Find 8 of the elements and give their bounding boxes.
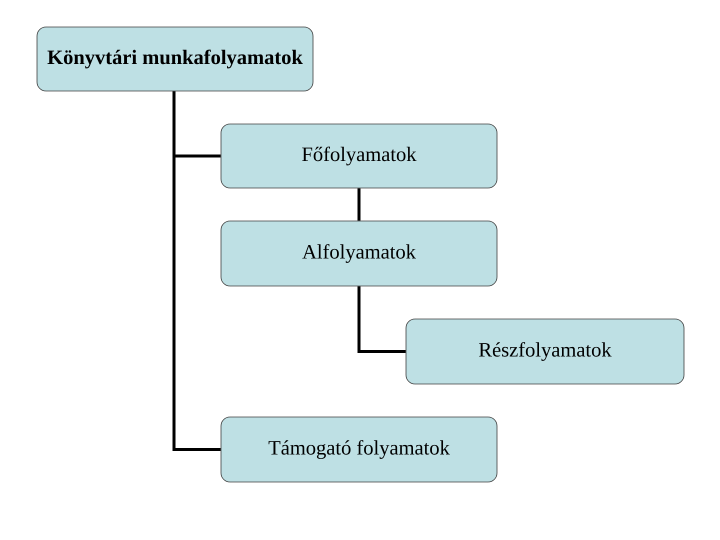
connector-line [358, 188, 360, 221]
process-box: Támogató folyamatok [220, 416, 498, 482]
connector-line [172, 91, 221, 451]
connector-line [358, 286, 406, 353]
process-box: Alfolyamatok [220, 220, 498, 286]
process-box: Főfolyamatok [220, 124, 498, 188]
process-box: Részfolyamatok [406, 318, 684, 384]
process-box: Könyvtári munkafolyamatok [36, 26, 314, 92]
